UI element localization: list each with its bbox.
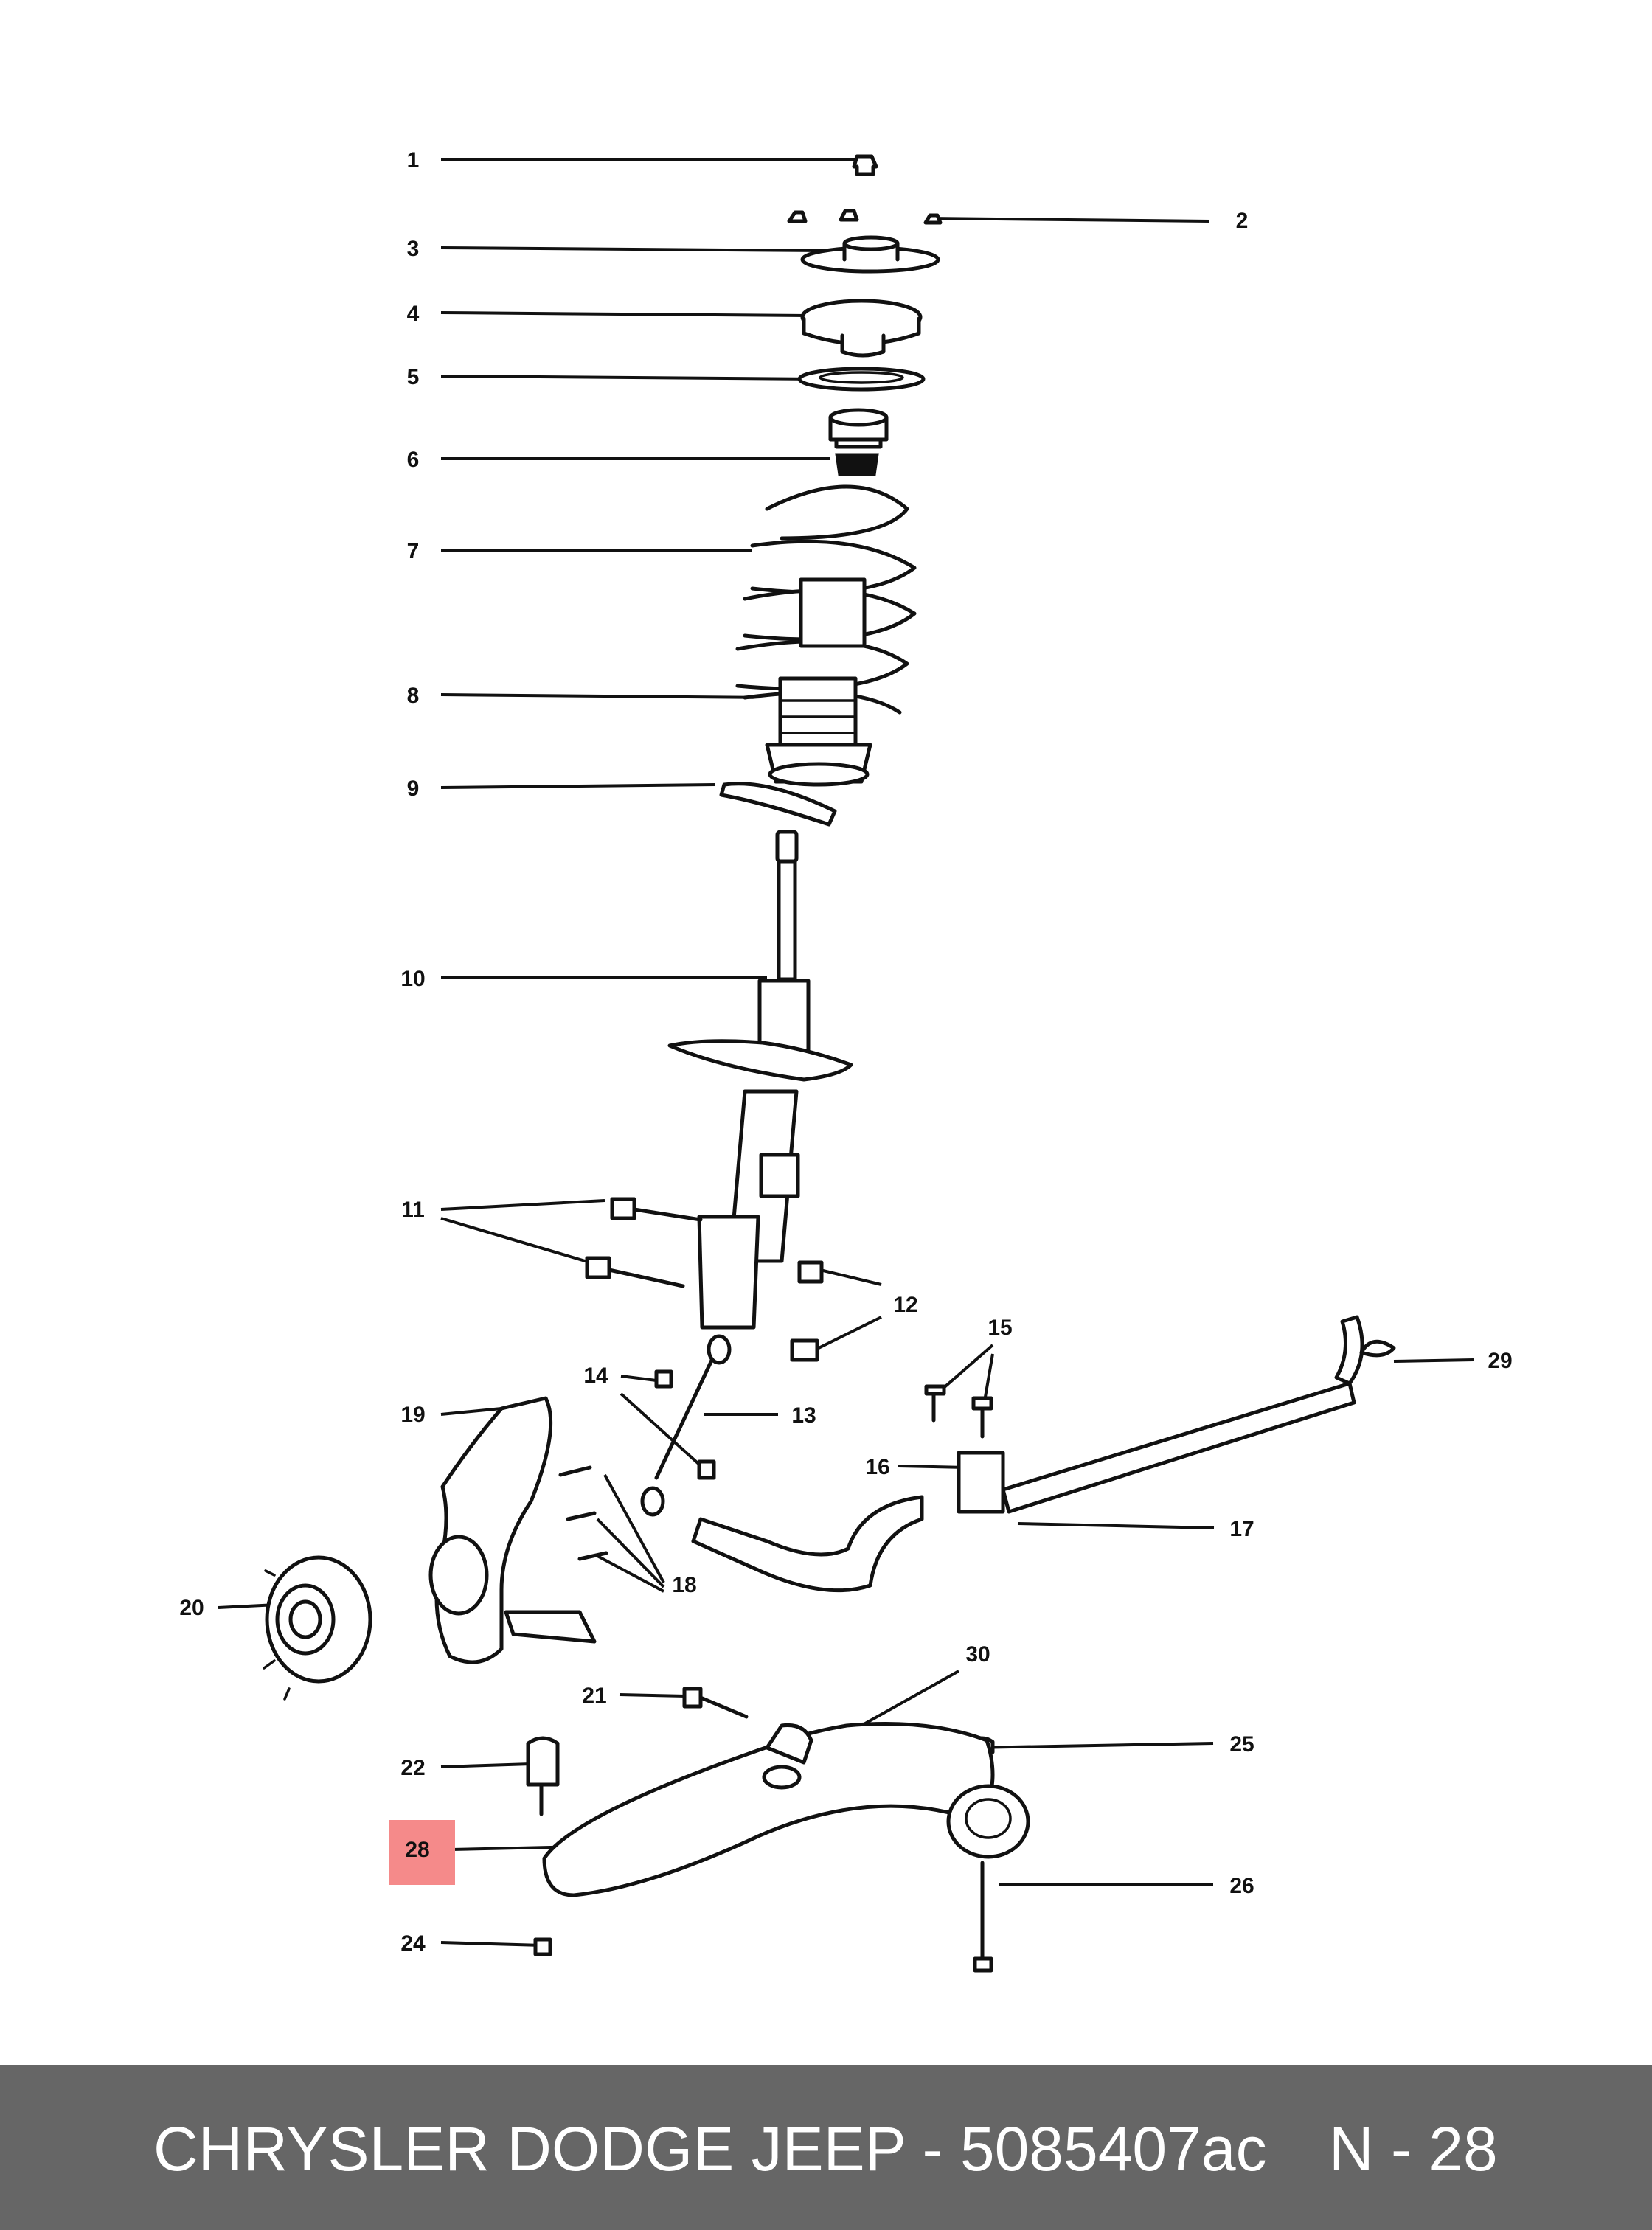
callout-29: 29 xyxy=(1488,1349,1512,1373)
callout-6: 6 xyxy=(407,448,420,472)
callout-13: 13 xyxy=(791,1403,816,1428)
callout-10: 10 xyxy=(400,967,425,991)
callout-25: 25 xyxy=(1229,1732,1254,1757)
callout-24: 24 xyxy=(400,1931,426,1956)
callout-1: 1 xyxy=(407,148,420,173)
sway-bar-part-17 xyxy=(1001,1381,1356,1514)
callout-26: 26 xyxy=(1229,1874,1254,1898)
callout-11: 11 xyxy=(401,1198,425,1222)
stabilizer-link-part-13 xyxy=(654,1350,718,1480)
callout-2: 2 xyxy=(1236,209,1249,233)
lower-control-arm-part-28 xyxy=(542,1722,1030,1897)
dust-boot-part-8 xyxy=(765,676,872,787)
callout-14: 14 xyxy=(583,1364,608,1388)
callout-12: 12 xyxy=(893,1293,917,1317)
callout-7: 7 xyxy=(407,539,420,563)
bushing-part-16 xyxy=(957,1451,1005,1514)
bushing-part-29 xyxy=(1359,1339,1396,1358)
callout-17: 17 xyxy=(1229,1517,1254,1541)
footer-page-reference: N - 28 xyxy=(1329,2114,1498,2184)
callout-15: 15 xyxy=(988,1316,1012,1340)
callout-30: 30 xyxy=(965,1642,990,1667)
footer-brand-part-number: CHRYSLER DODGE JEEP - 5085407ac xyxy=(153,2114,1267,2184)
callout-labels: 1 2 3 4 5 6 7 8 9 10 11 12 13 14 15 16 1… xyxy=(179,148,1512,1956)
callout-19: 19 xyxy=(400,1403,425,1427)
ball-joint-part-22 xyxy=(526,1736,560,1787)
callout-16: 16 xyxy=(865,1455,889,1479)
isolator-part-9 xyxy=(719,782,837,827)
bolt-part-26 xyxy=(973,1861,993,1973)
callout-28: 28 xyxy=(405,1838,429,1862)
strut-part-10 xyxy=(667,830,853,1330)
callout-9: 9 xyxy=(407,777,420,801)
leader-lines xyxy=(218,158,1474,1947)
knuckle-part-19 xyxy=(428,1396,597,1664)
callout-8: 8 xyxy=(407,684,420,708)
callout-22: 22 xyxy=(400,1756,425,1780)
strut-assembly xyxy=(263,154,1396,1973)
callout-20: 20 xyxy=(179,1596,204,1620)
callout-4: 4 xyxy=(407,302,420,326)
callout-3: 3 xyxy=(407,237,420,261)
callout-18: 18 xyxy=(672,1573,696,1597)
hub-part-20 xyxy=(263,1555,372,1701)
highlight-box xyxy=(389,1820,455,1885)
callout-21: 21 xyxy=(582,1684,606,1708)
top-nut-part-1 xyxy=(852,154,878,176)
footer-bar: CHRYSLER DODGE JEEP - 5085407ac N - 28 xyxy=(0,2065,1652,2230)
callout-5: 5 xyxy=(407,365,420,389)
